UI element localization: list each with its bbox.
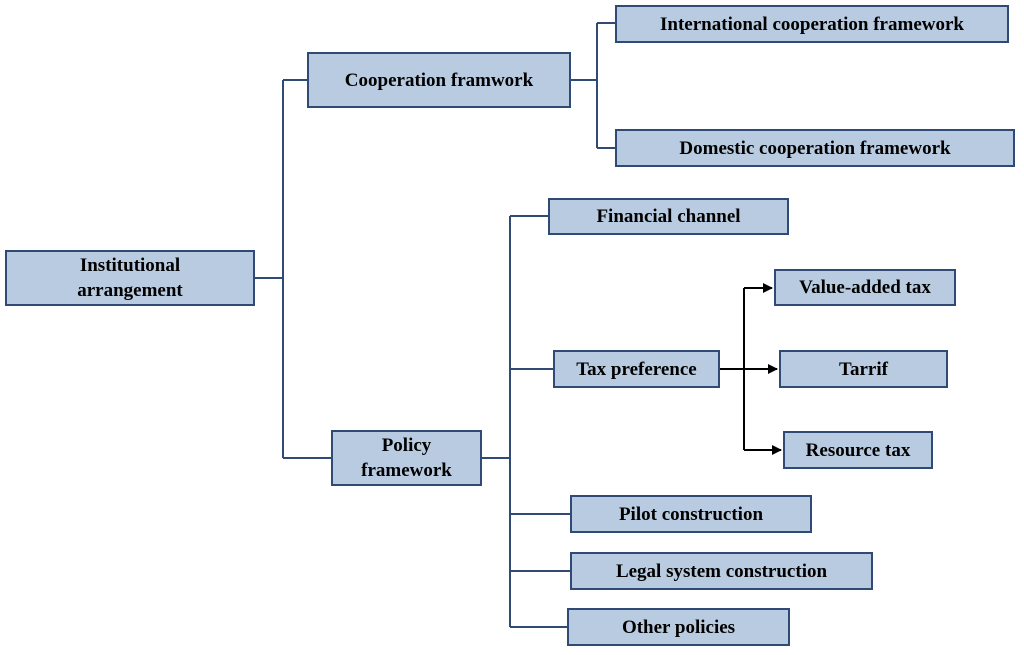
resource-tax-box: Resource tax <box>783 431 933 469</box>
financial-channel-box: Financial channel <box>548 198 789 235</box>
pilot-construction-box: Pilot construction <box>570 495 812 533</box>
other-policies-box: Other policies <box>567 608 790 646</box>
tarrif-box: Tarrif <box>779 350 948 388</box>
international-cooperation-box: International cooperation framework <box>615 5 1009 43</box>
value-added-tax-box: Value-added tax <box>774 269 956 306</box>
legal-system-construction-box: Legal system construction <box>570 552 873 590</box>
domestic-cooperation-box: Domestic cooperation framework <box>615 129 1015 167</box>
institutional-arrangement-box: Institutional arrangement <box>5 250 255 306</box>
tax-preference-box: Tax preference <box>553 350 720 388</box>
policy-framework-box: Policy framework <box>331 430 482 486</box>
cooperation-framework-box: Cooperation framwork <box>307 52 571 108</box>
